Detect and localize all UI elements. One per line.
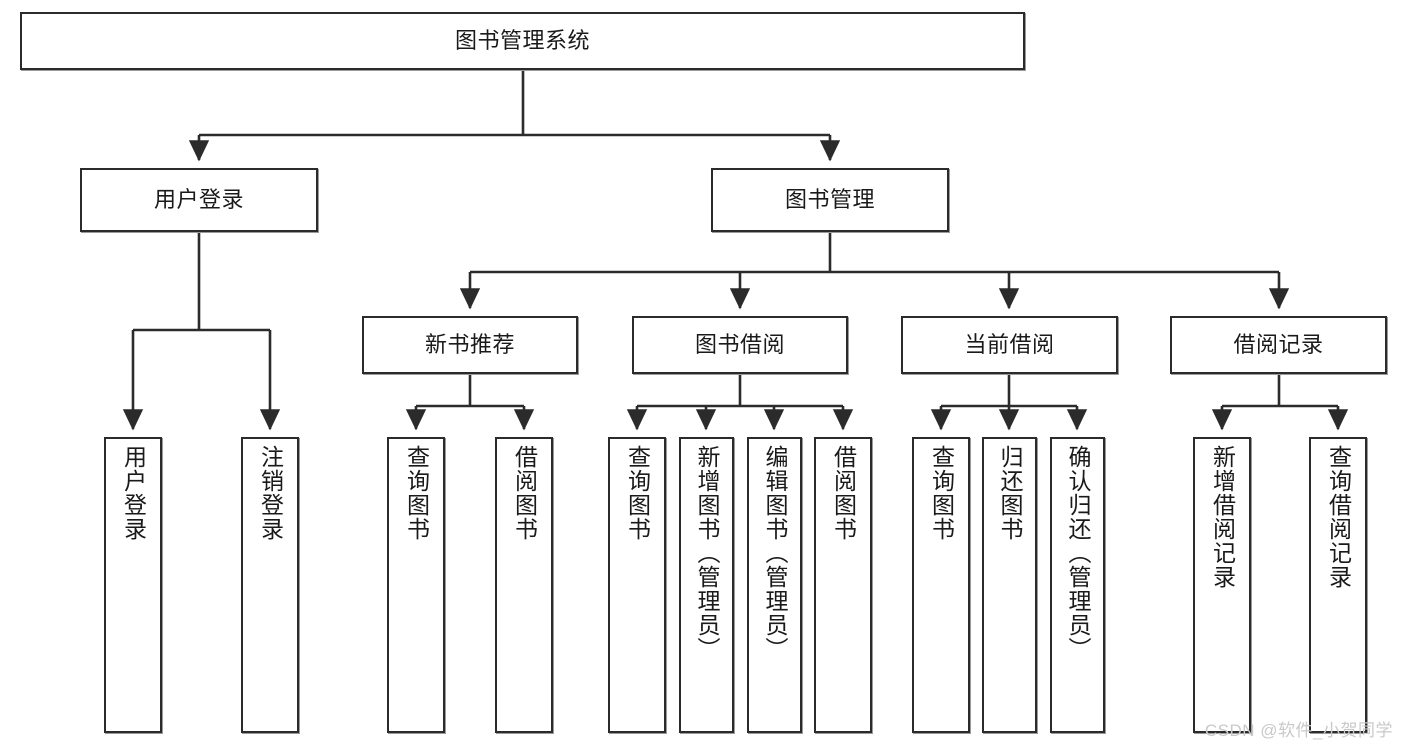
node-label: 借阅图书 — [830, 445, 857, 541]
node-label: 用户登录 — [153, 187, 244, 213]
csdn-watermark: CSDN @软件_小贺同学 — [1204, 721, 1393, 740]
node-label: 借阅图书 — [511, 445, 538, 541]
node-label: 新书推荐 — [424, 332, 515, 358]
node-root-book-management-system[interactable]: 图书管理系统 — [20, 12, 1025, 70]
node-label: 查询图书 — [624, 445, 651, 541]
node-label: 编辑图书（管理员） — [762, 445, 788, 661]
node-label: 借阅记录 — [1233, 332, 1324, 358]
node-label: 图书借阅 — [694, 332, 785, 358]
leaf-add-borrow-record[interactable]: 新增借阅记录 — [1193, 437, 1251, 733]
node-label: 用户登录 — [120, 445, 147, 541]
node-label: 归还图书 — [997, 445, 1023, 541]
leaf-query-books-current[interactable]: 查询图书 — [912, 437, 970, 733]
leaf-add-book-admin[interactable]: 新增图书（管理员） — [679, 437, 734, 733]
leaf-query-books-borrowing[interactable]: 查询图书 — [608, 437, 666, 733]
leaf-query-books-recommendation[interactable]: 查询图书 — [387, 437, 445, 733]
node-label: 当前借阅 — [964, 332, 1055, 358]
leaf-user-login[interactable]: 用户登录 — [104, 437, 162, 733]
node-label: 新增图书（管理员） — [694, 445, 720, 661]
leaf-edit-book-admin[interactable]: 编辑图书（管理员） — [747, 437, 802, 733]
leaf-query-borrow-record[interactable]: 查询借阅记录 — [1309, 437, 1367, 733]
leaf-confirm-return-admin[interactable]: 确认归还（管理员） — [1050, 437, 1105, 733]
leaf-return-books[interactable]: 归还图书 — [982, 437, 1037, 733]
node-label: 注销登录 — [257, 445, 284, 541]
node-label: 图书管理系统 — [454, 28, 590, 54]
node-book-management[interactable]: 图书管理 — [711, 168, 949, 232]
node-label: 查询借阅记录 — [1325, 445, 1352, 589]
node-user-login[interactable]: 用户登录 — [80, 168, 318, 232]
node-label: 查询图书 — [928, 445, 955, 541]
leaf-borrow-books-recommendation[interactable]: 借阅图书 — [495, 437, 553, 733]
node-current-borrowing[interactable]: 当前借阅 — [901, 316, 1118, 374]
node-book-borrowing[interactable]: 图书借阅 — [632, 316, 848, 374]
node-label: 查询图书 — [403, 445, 430, 541]
node-label: 新增借阅记录 — [1209, 445, 1236, 589]
leaf-logout[interactable]: 注销登录 — [241, 437, 299, 733]
node-label: 图书管理 — [784, 187, 875, 213]
node-borrow-records[interactable]: 借阅记录 — [1170, 316, 1387, 374]
node-label: 确认归还（管理员） — [1065, 445, 1091, 661]
node-new-book-recommendation[interactable]: 新书推荐 — [362, 316, 578, 374]
leaf-borrow-books-borrowing[interactable]: 借阅图书 — [814, 437, 872, 733]
